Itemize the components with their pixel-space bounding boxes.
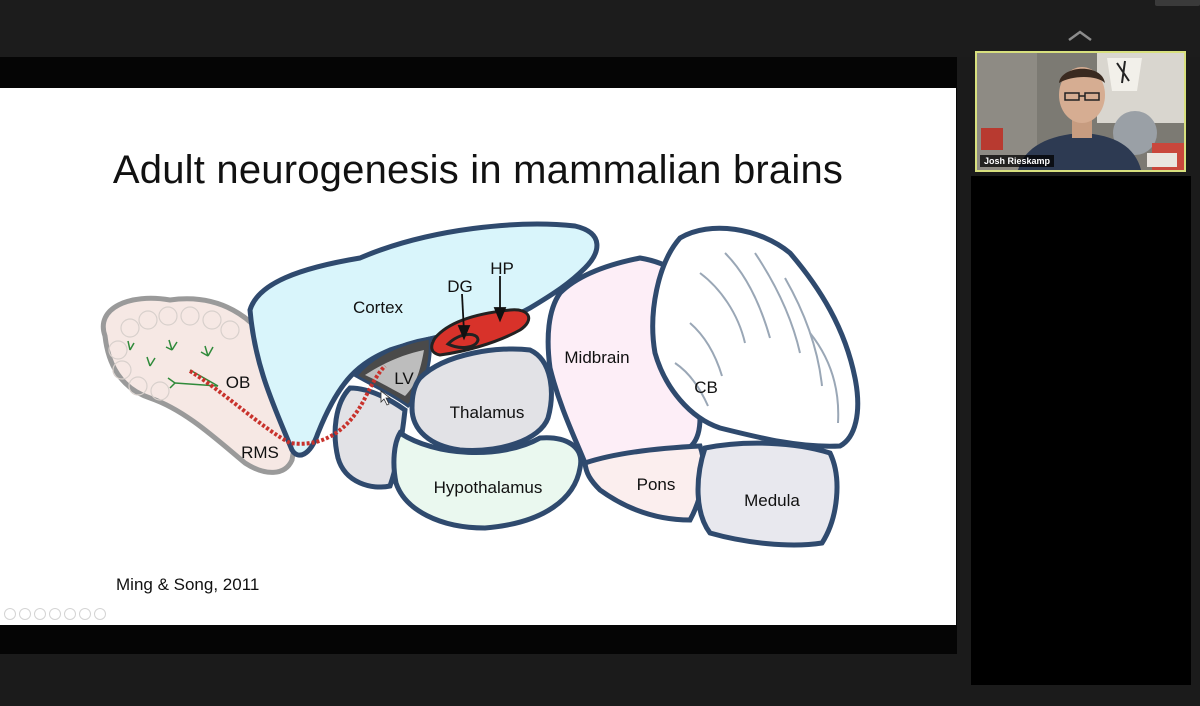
label-cb: CB	[694, 378, 718, 397]
pons-region	[582, 443, 707, 523]
participant-video-feed	[977, 53, 1184, 170]
label-ob: OB	[226, 373, 251, 392]
mouse-pointer-icon	[380, 390, 392, 406]
previous-slide-icon[interactable]	[4, 608, 16, 620]
slide-control-toolbar	[4, 608, 106, 620]
next-slide-icon[interactable]	[19, 608, 31, 620]
more-options-icon[interactable]	[94, 608, 106, 620]
cerebellum-region	[650, 225, 861, 449]
brain-diagram: Cortex DG HP LV OB RMS Thalamus Hypothal…	[100, 221, 861, 548]
label-cortex: Cortex	[353, 298, 404, 317]
grid-icon[interactable]	[79, 608, 91, 620]
window-control[interactable]	[1155, 0, 1200, 6]
participant-name-label: Josh Rieskamp	[980, 155, 1055, 167]
label-midbrain: Midbrain	[564, 348, 629, 367]
medula-region	[695, 440, 840, 548]
label-medula: Medula	[744, 491, 800, 510]
label-dg: DG	[447, 277, 473, 296]
pen-icon[interactable]	[34, 608, 46, 620]
hippocampus	[430, 308, 531, 357]
hypothalamus-region	[391, 429, 584, 531]
label-thalamus: Thalamus	[450, 403, 525, 422]
presentation-slide: Adult neurogenesis in mammalian brains	[0, 88, 956, 625]
chevron-up-icon[interactable]	[1066, 29, 1094, 43]
olfactory-glomeruli	[108, 306, 240, 401]
label-pons: Pons	[637, 475, 676, 494]
participant-video-tile[interactable]: Josh Rieskamp	[975, 51, 1186, 172]
slide-citation: Ming & Song, 2011	[116, 575, 260, 594]
label-lv: LV	[394, 369, 414, 388]
dentate-gyrus	[445, 333, 480, 349]
highlighter-icon[interactable]	[49, 608, 61, 620]
thalamus-region	[409, 346, 554, 453]
rostral-migratory-stream	[188, 364, 387, 446]
cerebellum-folia	[674, 252, 840, 424]
label-rms: RMS	[241, 443, 279, 462]
zoom-icon[interactable]	[64, 608, 76, 620]
video-panel-background	[971, 176, 1191, 685]
meeting-top-bar	[0, 0, 1200, 57]
slide-title: Adult neurogenesis in mammalian brains	[112, 148, 844, 192]
region-arrows	[457, 276, 507, 341]
label-hypothalamus: Hypothalamus	[434, 478, 543, 497]
label-hp: HP	[490, 259, 514, 278]
